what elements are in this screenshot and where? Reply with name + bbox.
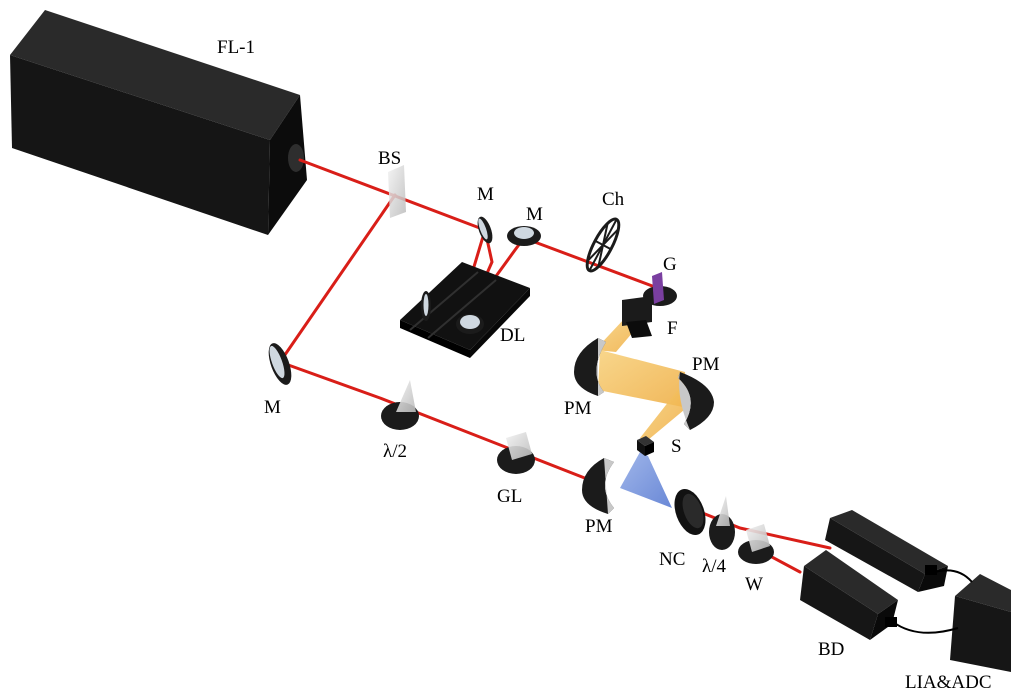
label-pm-upper-left: PM <box>564 398 592 419</box>
label-half-wave: λ/2 <box>383 441 407 462</box>
label-balanced-detector: BD <box>818 639 844 660</box>
parabolic-mirror-upper-right <box>678 372 714 430</box>
label-beamsplitter: BS <box>378 148 401 169</box>
glan-polarizer <box>497 432 535 474</box>
lockin-adc-box <box>950 574 1011 672</box>
label-nonlinear-crystal: NC <box>659 549 685 570</box>
label-mirror-top1: M <box>477 184 494 205</box>
nonlinear-crystal <box>669 485 712 540</box>
label-filter: F <box>667 318 678 339</box>
laser-aperture <box>288 144 304 172</box>
label-delay-line: DL <box>500 325 525 346</box>
label-mirror-top2: M <box>526 204 543 225</box>
label-laser: FL-1 <box>217 37 255 58</box>
label-grating: G <box>663 254 677 275</box>
label-sample: S <box>671 436 682 457</box>
quarter-wave-plate <box>709 496 735 550</box>
label-chopper: Ch <box>602 189 625 210</box>
label-mirror-left: M <box>264 397 281 418</box>
beamsplitter <box>388 165 406 218</box>
parabolic-mirror-lower <box>582 458 614 514</box>
mirror-top-2 <box>507 226 541 246</box>
label-pm-lower: PM <box>585 516 613 537</box>
label-glan-polarizer: GL <box>497 486 522 507</box>
half-wave-plate <box>381 380 419 430</box>
chopper-wheel <box>581 215 624 275</box>
label-wollaston: W <box>745 574 763 595</box>
label-pm-upper-right: PM <box>692 354 720 375</box>
probe-blue-beam <box>620 452 672 508</box>
mirror-top-1 <box>475 215 496 245</box>
laser-beam-paths <box>280 160 830 572</box>
label-quarter-wave: λ/4 <box>702 556 726 577</box>
label-lockin-adc: LIA&ADC <box>905 672 992 693</box>
laser-box <box>10 10 307 235</box>
